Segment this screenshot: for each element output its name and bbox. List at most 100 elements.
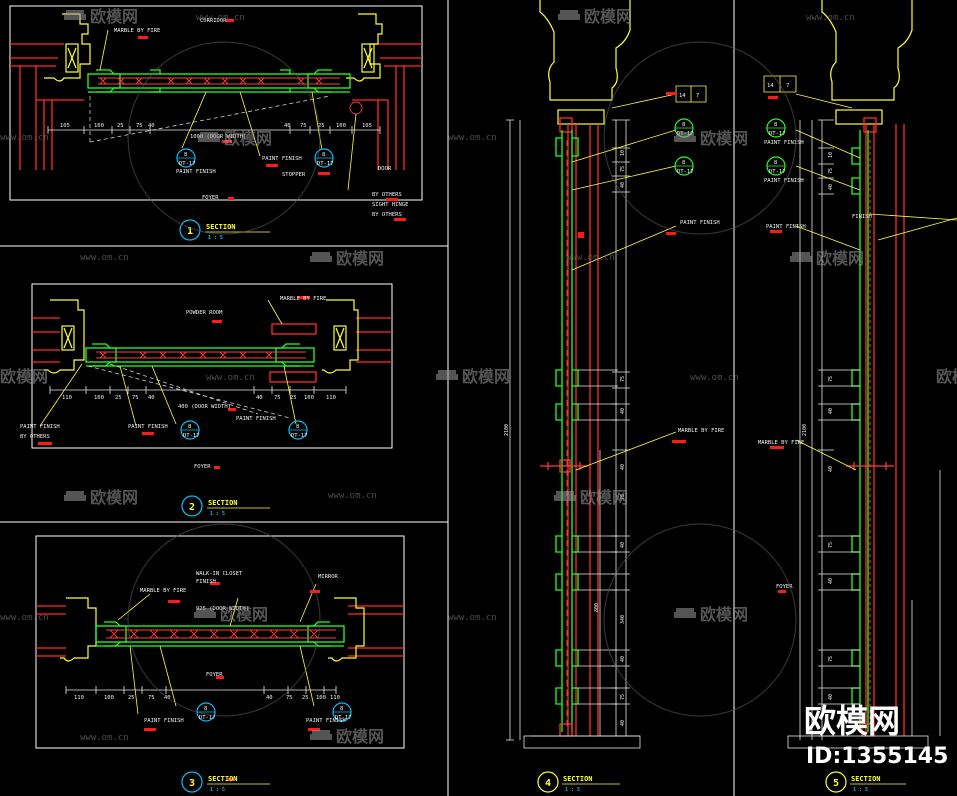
- watermark-url: www.om.cn: [80, 253, 129, 263]
- dim: 75: [828, 168, 834, 174]
- section-scale: 1 : 5: [853, 787, 868, 793]
- watermark-url: www.om.cn: [0, 613, 49, 623]
- label-finish: FINISH: [196, 579, 216, 585]
- watermark-brand: 欧模网: [700, 129, 748, 148]
- watermark-ring: [603, 523, 797, 717]
- label-paint: PAINT FINISH: [764, 178, 804, 184]
- callout-ref: DT-17: [183, 433, 200, 439]
- dim: 40: [620, 464, 626, 470]
- section-title: SECTION: [206, 223, 236, 231]
- dim: 40: [256, 395, 263, 401]
- label-paint-right: PAINT FINISH: [262, 156, 302, 162]
- label-foyer: FOYER: [206, 672, 223, 678]
- label-mirror: MIRROR: [318, 574, 339, 580]
- callout-ref: DT-17: [199, 715, 216, 721]
- label-stopper: STOPPER: [282, 172, 306, 178]
- watermark-ring: [603, 41, 797, 235]
- dim-overall: 2100: [504, 424, 510, 436]
- watermark-brand: 欧模网: [220, 605, 268, 624]
- sheet-frame-lines: [0, 0, 735, 796]
- dim: 40: [828, 466, 834, 472]
- watermark-url: www.om.cn: [448, 133, 497, 143]
- watermark-brand: 欧模网: [700, 605, 748, 624]
- section-scale: 1 : 5: [208, 235, 223, 241]
- label-paint: PAINT FINISH: [680, 220, 720, 226]
- dim: 100: [336, 123, 346, 129]
- label-paint: PAINT FINISH: [766, 224, 806, 230]
- section-title: SECTION: [208, 499, 238, 507]
- watermark-url: www.om.cn: [566, 253, 615, 263]
- label-paint-right: PAINT FINISH: [236, 416, 276, 422]
- dim: 75: [274, 395, 281, 401]
- dim: 10: [828, 152, 834, 158]
- section-3-detail: [36, 582, 404, 793]
- watermark-brand: 欧模网: [584, 7, 632, 26]
- label-paint-right: PAINT FINISH: [306, 718, 346, 724]
- section-scale: 1 : 5: [565, 787, 580, 793]
- watermark-brand: 欧模网: [936, 367, 957, 386]
- tag-number: 14: [767, 83, 774, 89]
- dim: 75: [620, 166, 626, 172]
- dim: 40: [266, 695, 273, 701]
- label-paint-left: PAINT FINISH: [144, 718, 184, 724]
- watermark-brand: 欧模网: [90, 7, 138, 26]
- label-marble: MARBLE BY FIRE: [678, 428, 724, 434]
- dim: 25: [128, 695, 135, 701]
- dim: 40: [148, 123, 155, 129]
- watermark-brand: 欧模网: [816, 249, 864, 268]
- dim: 40: [620, 408, 626, 414]
- dim: 105: [362, 123, 372, 129]
- watermark-url: www.om.cn: [448, 613, 497, 623]
- dim: 75: [286, 695, 293, 701]
- watermark-brand: 欧模网: [336, 727, 384, 746]
- watermark-brand: 欧模网: [336, 249, 384, 268]
- callout-ref: DT-17: [335, 715, 352, 721]
- watermark-brand: 欧模网: [462, 367, 510, 386]
- label-door-width: 925 (DOOR WIDTH): [196, 606, 249, 612]
- label-by-others: BY OTHERS: [372, 192, 402, 198]
- dim: 40: [620, 182, 626, 188]
- dim: 100: [104, 695, 114, 701]
- dim: 40: [828, 184, 834, 190]
- dim: 40: [284, 123, 291, 129]
- dim: 75: [300, 123, 307, 129]
- callout-ref: 8: [682, 160, 685, 166]
- watermark-layer: 欧模网 欧模网 欧模网 欧模网 欧模网 欧模网 欧模网 欧模网 欧模网 欧模网 …: [0, 7, 957, 746]
- section-scale: 1 : 5: [210, 511, 225, 517]
- label-by-others-2: BY OTHERS: [372, 212, 402, 218]
- dim: 110: [330, 695, 340, 701]
- dim: 40: [828, 694, 834, 700]
- dim: 75: [620, 494, 626, 500]
- dim: 75: [828, 376, 834, 382]
- label-marble: MARBLE BY FIRE: [280, 296, 326, 302]
- dim: 110: [62, 395, 72, 401]
- dim: 75: [828, 656, 834, 662]
- label-corridor: CORRIDOR: [200, 18, 227, 24]
- dim: 10: [620, 150, 626, 156]
- tag-number: 14: [679, 93, 686, 99]
- dim: 40: [148, 395, 155, 401]
- label-walkin-closet: WALK-IN CLOSET: [196, 571, 243, 577]
- watermark-url: www.om.cn: [806, 13, 855, 23]
- dim: 25: [115, 395, 122, 401]
- label-powder-room: POWDER ROOM: [186, 310, 223, 316]
- section-badge-circle: [179, 219, 201, 241]
- dim: 110: [326, 395, 336, 401]
- label-marble: MARBLE BY FIRE: [140, 588, 186, 594]
- watermark-url: www.om.cn: [328, 491, 377, 501]
- dim-inner: 800: [594, 603, 600, 612]
- section-title: SECTION: [851, 775, 881, 783]
- label-marble: MARBLE BY FIRE: [758, 440, 804, 446]
- label-foyer: FOYER: [202, 195, 219, 201]
- watermark-url: www.om.cn: [196, 13, 245, 23]
- dim: 25: [117, 123, 124, 129]
- tag-ref: 7: [786, 83, 789, 89]
- dim: 40: [620, 656, 626, 662]
- dim: 75: [620, 376, 626, 382]
- sofa-icon: [64, 10, 812, 740]
- callout-ref: 8: [682, 122, 685, 128]
- watermark-url: www.om.cn: [80, 733, 129, 743]
- dim: 75: [136, 123, 143, 129]
- label-sight-hinge: SIGHT HINGE: [372, 202, 408, 208]
